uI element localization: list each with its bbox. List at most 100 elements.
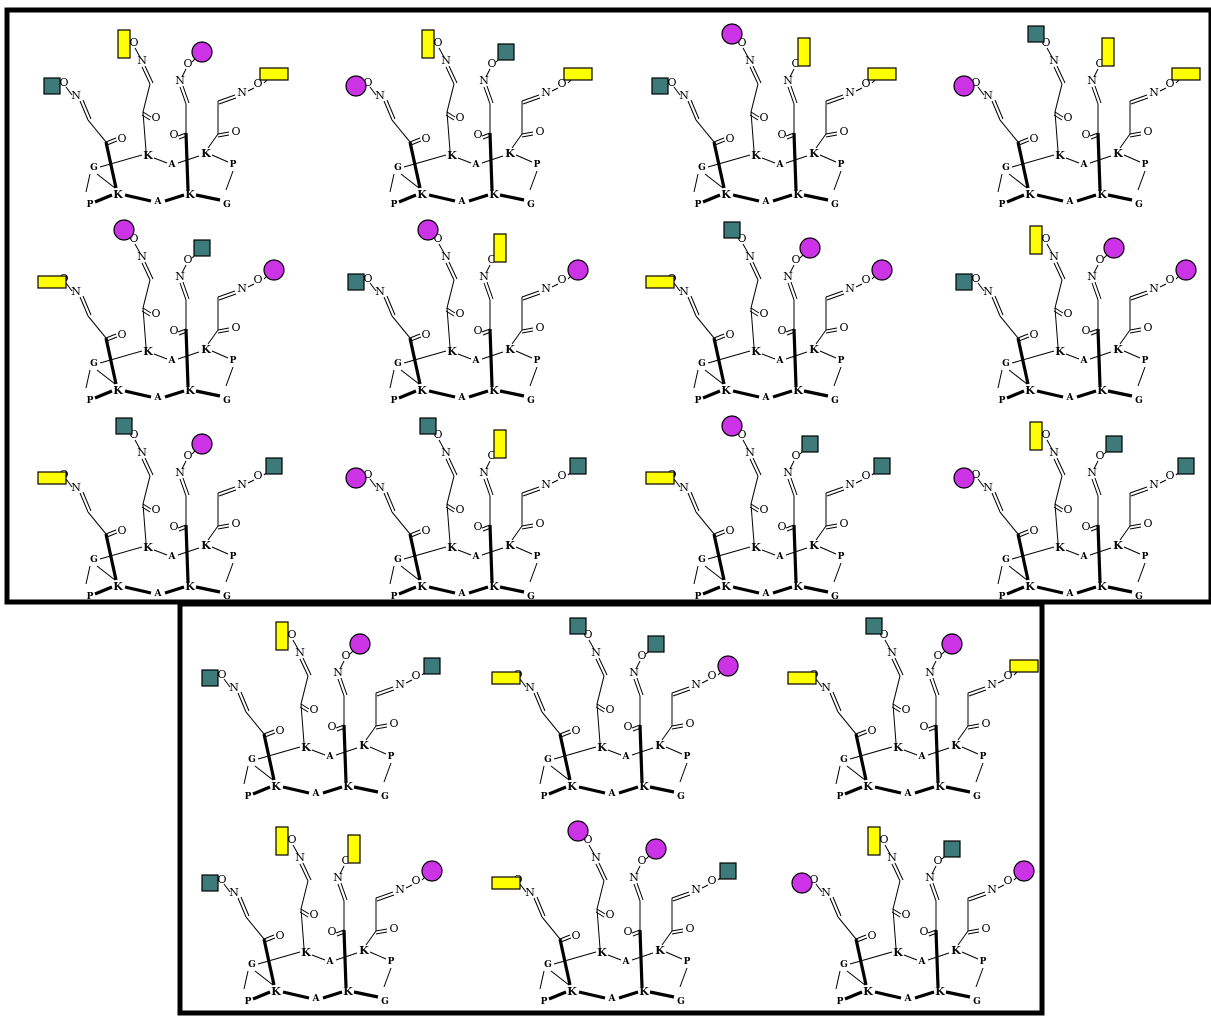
bond-line — [182, 85, 190, 104]
bond-line — [578, 990, 606, 1000]
bond-line — [541, 916, 561, 940]
lysine-label: K — [597, 741, 607, 754]
yellow-rectangle-icon — [347, 834, 361, 864]
bond-line — [144, 65, 154, 84]
bond-line — [257, 951, 301, 965]
bond-line — [892, 908, 897, 949]
bond-line — [488, 132, 494, 191]
bond-line — [521, 131, 534, 135]
bond-line — [1119, 133, 1131, 149]
oxygen-label: O — [583, 628, 592, 641]
bond-line — [1159, 479, 1167, 484]
bond-line — [438, 47, 445, 58]
bond-line — [141, 506, 151, 513]
oxygen-label: O — [59, 76, 68, 89]
bond-line — [825, 134, 838, 138]
lysine-label: K — [143, 345, 153, 358]
bond-line — [596, 675, 605, 705]
bond-line — [179, 478, 187, 497]
bond-line — [1129, 486, 1148, 494]
bond-line — [957, 930, 969, 946]
alanine-label: A — [168, 356, 177, 366]
oxygen-label: O — [1003, 874, 1012, 887]
bond-line — [1046, 243, 1053, 254]
bond-line — [82, 491, 92, 512]
teal-square-icon — [1177, 457, 1195, 475]
proline-label: P — [391, 200, 398, 210]
proline-label: P — [999, 396, 1006, 406]
bond-line — [336, 727, 346, 732]
bond-line — [707, 154, 751, 168]
bond-line — [928, 932, 938, 937]
oxygen-label: O — [901, 908, 910, 921]
bond-line — [596, 703, 606, 710]
bond-line — [1046, 439, 1053, 450]
bond-line — [1054, 111, 1059, 152]
bond-line — [1129, 134, 1142, 138]
bond-line — [750, 307, 760, 314]
oxygen-label: O — [777, 324, 786, 337]
bond-line — [967, 726, 980, 730]
proline-label: P — [534, 160, 541, 170]
bond-line — [672, 894, 691, 902]
bond-line — [252, 990, 271, 1001]
oxygen-label: O — [455, 503, 464, 516]
nitrogen-label: N — [395, 883, 405, 896]
bond-line — [892, 908, 902, 915]
alanine-label: A — [472, 552, 481, 562]
purple-circle-icon — [871, 259, 893, 281]
bond-line — [181, 264, 187, 274]
oxygen-label: O — [901, 703, 910, 716]
bond-line — [499, 193, 525, 202]
bond-line — [749, 262, 759, 281]
bond-line — [1076, 193, 1097, 203]
bond-line — [855, 87, 863, 92]
bond-line — [468, 193, 489, 203]
bond-line — [825, 131, 838, 135]
bond-line — [786, 527, 796, 532]
nitrogen-label: N — [541, 478, 551, 491]
bond-line — [299, 706, 309, 713]
nitrogen-label: N — [375, 89, 385, 102]
bond-line — [742, 243, 749, 254]
bond-line — [598, 657, 608, 676]
bond-line — [999, 511, 1019, 535]
nitrogen-label: N — [395, 678, 405, 691]
bond-line — [488, 328, 494, 387]
bond-line — [340, 677, 348, 696]
oxygen-label: O — [685, 717, 694, 730]
proline-label: P — [838, 356, 845, 366]
bond-line — [85, 173, 91, 193]
nitrogen-label: N — [1149, 478, 1159, 491]
oxygen-label: O — [707, 874, 716, 887]
oxygen-label: O — [919, 925, 928, 938]
bond-line — [1091, 478, 1099, 497]
bond-line — [164, 585, 185, 595]
proline-label: P — [838, 552, 845, 562]
alanine-label: A — [622, 752, 631, 762]
bond-line — [687, 100, 697, 121]
bond-line — [825, 290, 844, 298]
bond-line — [832, 896, 842, 917]
bond-line — [671, 928, 684, 932]
nitrogen-label: N — [237, 478, 247, 491]
glycine-label: G — [698, 359, 706, 369]
bond-line — [928, 727, 938, 732]
bond-line — [849, 951, 893, 965]
bond-line — [855, 934, 867, 940]
bond-line — [181, 460, 187, 470]
bond-line — [661, 725, 673, 741]
yellow-rectangle-icon — [1029, 421, 1043, 451]
bond-line — [445, 310, 455, 317]
oxygen-label: O — [253, 77, 262, 90]
bond-line — [365, 930, 377, 946]
oxygen-label: O — [981, 922, 990, 935]
bond-line — [445, 262, 455, 281]
bond-line — [398, 389, 417, 400]
bond-line — [376, 689, 395, 697]
bond-line — [457, 353, 472, 360]
bond-line — [533, 897, 543, 918]
alanine-label: A — [312, 789, 321, 799]
nitrogen-label: N — [925, 871, 935, 884]
nitrogen-label: N — [691, 678, 701, 691]
